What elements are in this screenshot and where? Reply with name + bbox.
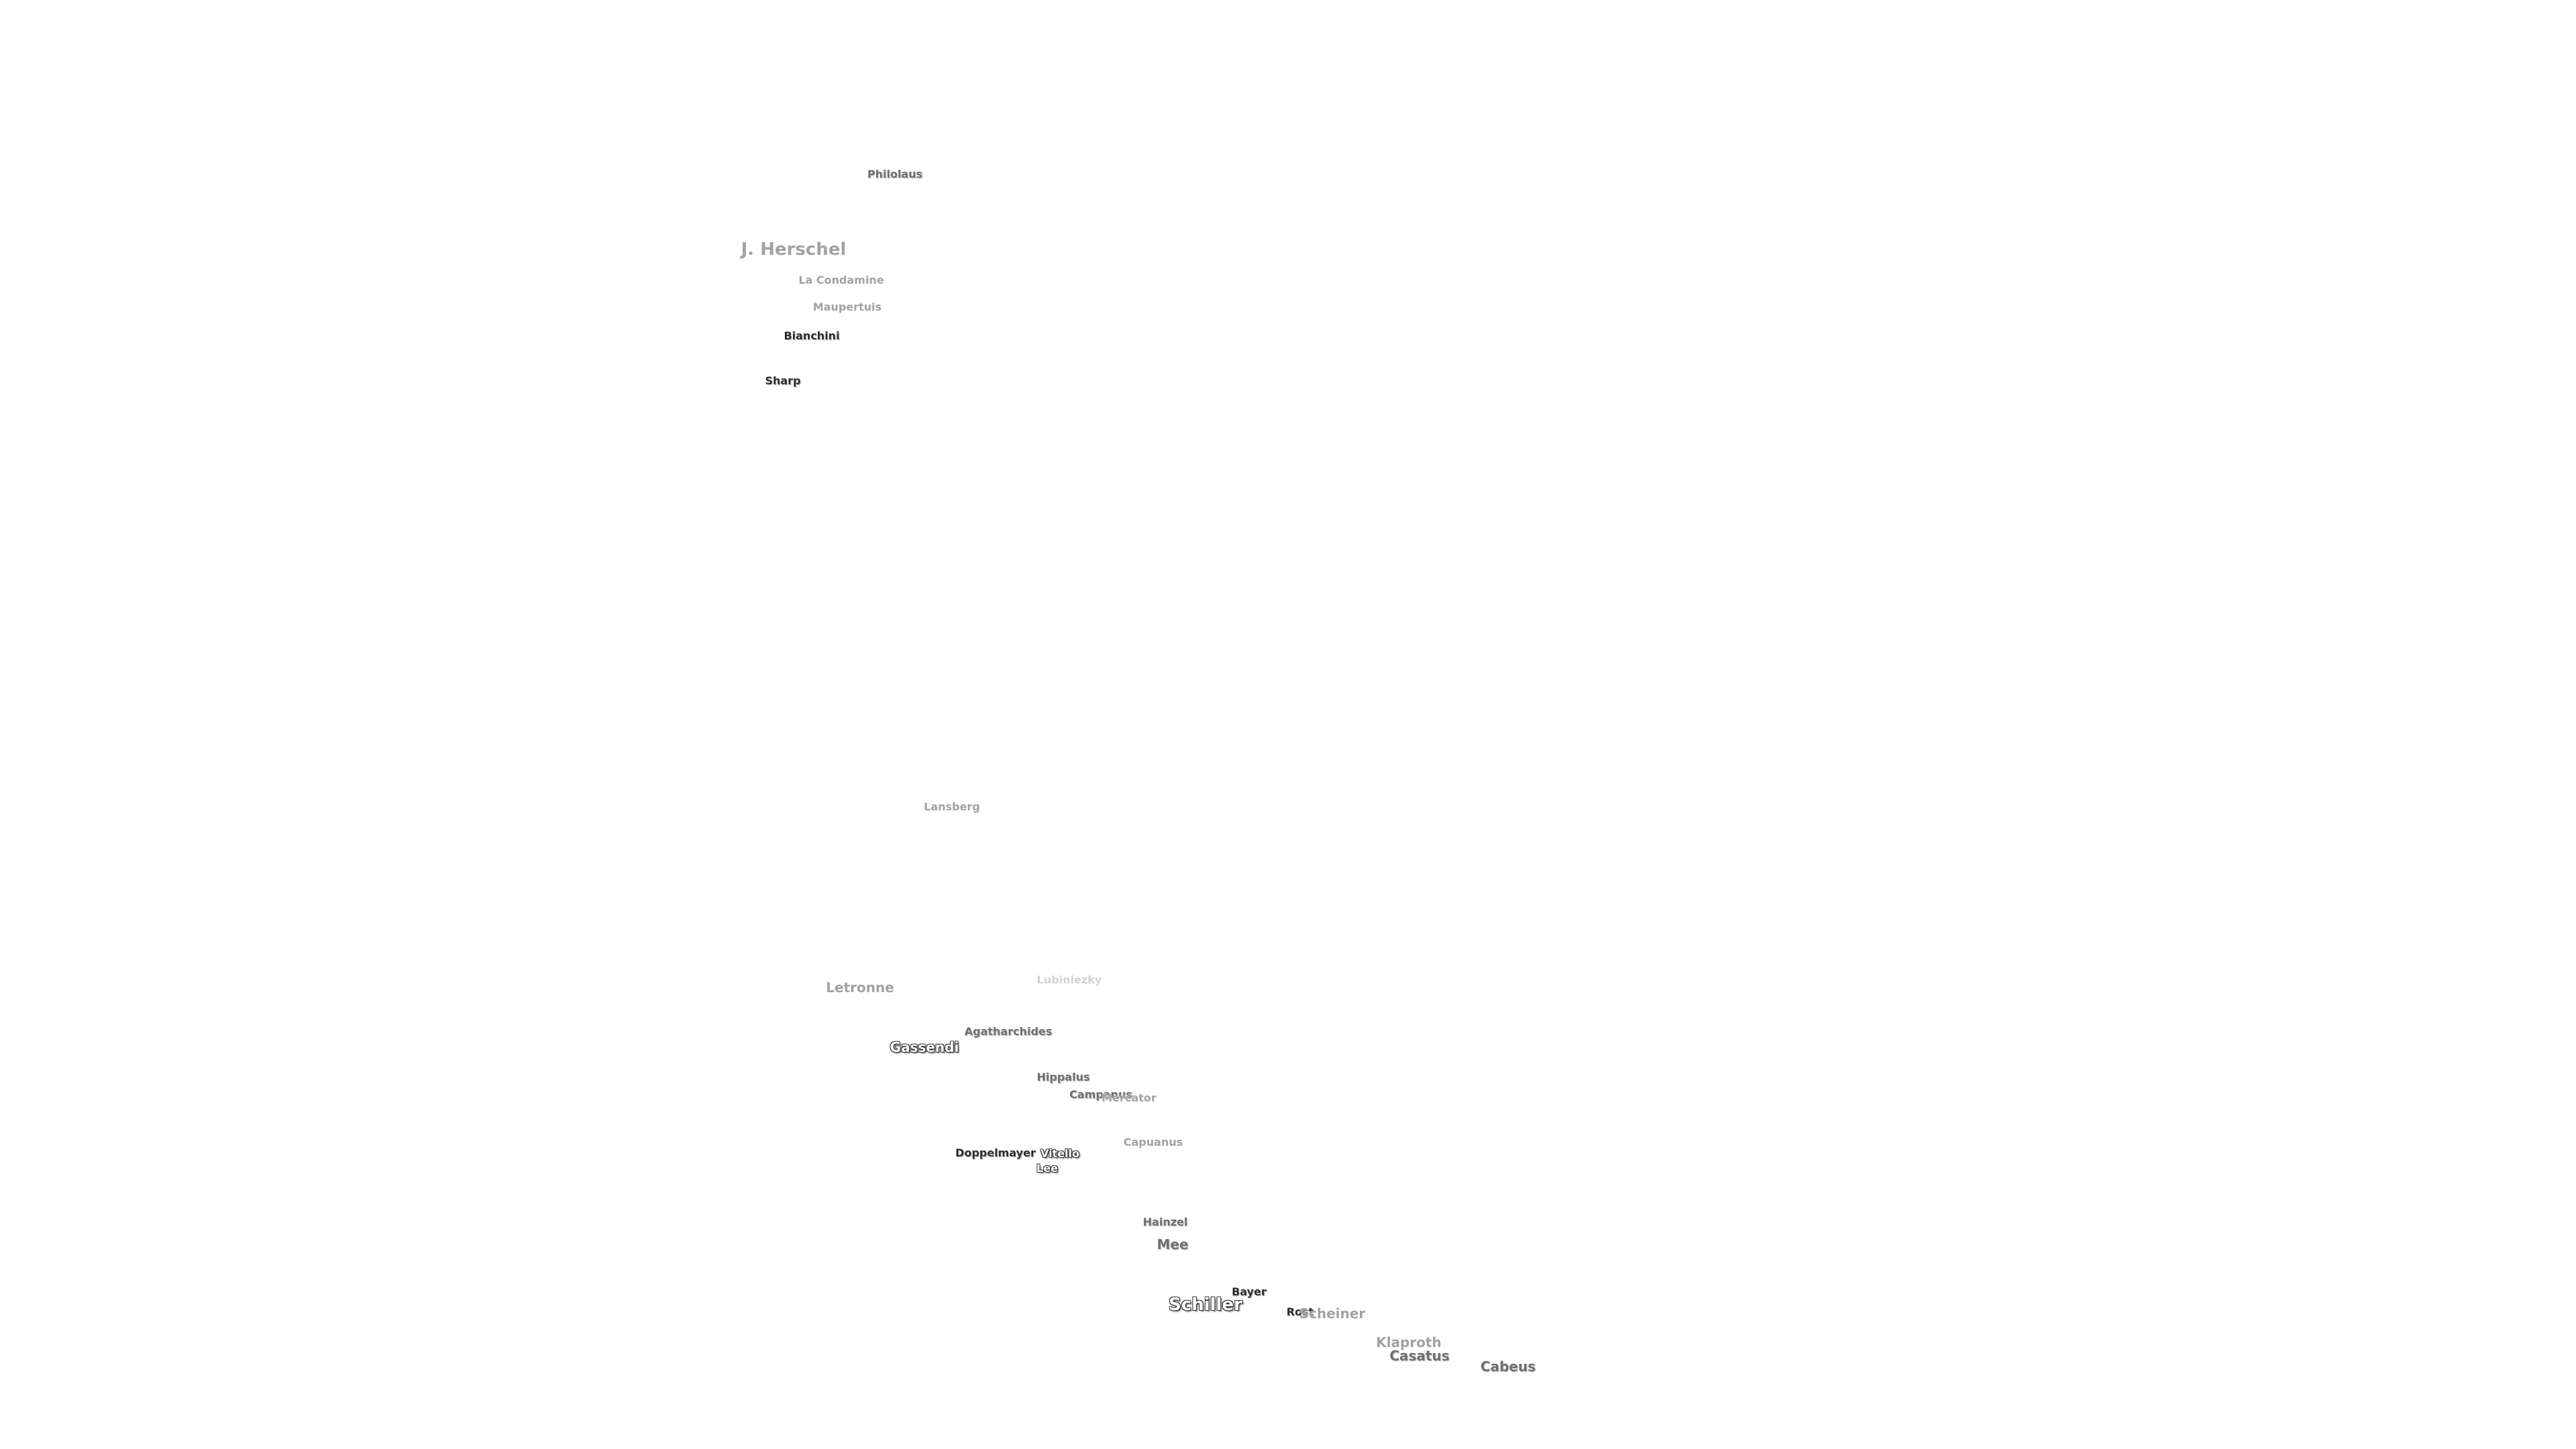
crater-label-bayer[interactable]: Bayer xyxy=(1232,1285,1267,1298)
crater-label-lansberg[interactable]: Lansberg xyxy=(924,800,980,813)
crater-label-mercator[interactable]: Mercator xyxy=(1102,1091,1157,1104)
crater-label-capuanus[interactable]: Capuanus xyxy=(1123,1136,1183,1148)
crater-label-rost[interactable]: Rost xyxy=(1286,1305,1314,1318)
crater-label-bianchini[interactable]: Bianchini xyxy=(784,329,840,342)
crater-label-j-herschel[interactable]: J. Herschel xyxy=(741,239,847,260)
crater-label-lee[interactable]: Lee xyxy=(1036,1162,1058,1175)
crater-label-philolaus[interactable]: Philolaus xyxy=(867,168,923,180)
crater-label-sharp[interactable]: Sharp xyxy=(765,374,801,387)
crater-label-klaproth[interactable]: Klaproth xyxy=(1376,1334,1442,1350)
crater-label-casatus[interactable]: Casatus xyxy=(1389,1348,1450,1364)
crater-label-agatharchides[interactable]: Agatharchides xyxy=(964,1025,1053,1038)
crater-label-scheiner[interactable]: Scheiner xyxy=(1299,1305,1366,1322)
crater-label-doppelmayer[interactable]: Doppelmayer xyxy=(955,1146,1036,1159)
crater-label-maupertuis[interactable]: Maupertuis xyxy=(812,301,882,313)
crater-label-schiller[interactable]: Schiller xyxy=(1169,1295,1242,1315)
crater-label-mee[interactable]: Mee xyxy=(1157,1236,1189,1252)
crater-label-lubiniezky[interactable]: Lubiniezky xyxy=(1036,973,1102,986)
crater-label-vitello[interactable]: Vitello xyxy=(1040,1147,1080,1160)
crater-label-gassendi[interactable]: Gassendi xyxy=(890,1039,959,1055)
crater-label-campanus[interactable]: Campanus xyxy=(1069,1088,1132,1101)
crater-label-hippalus[interactable]: Hippalus xyxy=(1036,1071,1090,1083)
crater-label-cabeus[interactable]: Cabeus xyxy=(1480,1358,1536,1375)
crater-label-letronne[interactable]: Letronne xyxy=(826,979,894,996)
crater-label-hainzel[interactable]: Hainzel xyxy=(1142,1216,1188,1228)
crater-label-la-condamine[interactable]: La Condamine xyxy=(798,274,884,286)
